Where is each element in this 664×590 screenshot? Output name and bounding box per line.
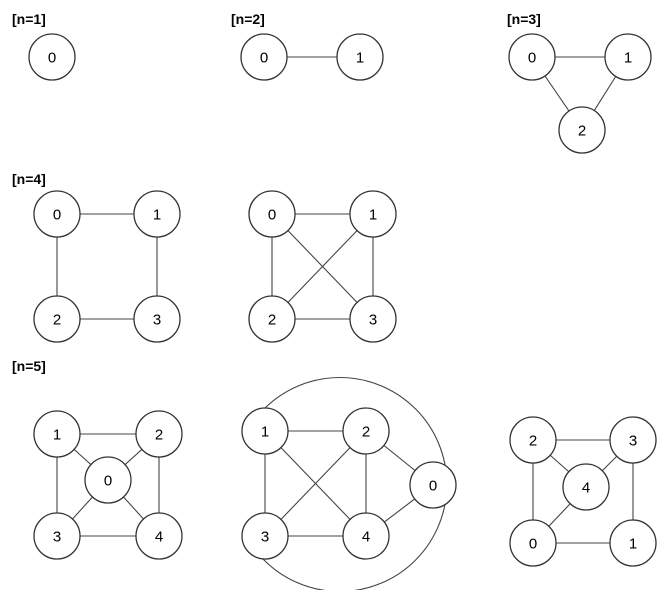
- label-n2: [n=2]: [231, 11, 265, 27]
- node-label: 0: [528, 50, 536, 67]
- node-label: 3: [153, 312, 161, 329]
- node-circle: [33, 512, 81, 560]
- node-circle: [349, 295, 397, 343]
- label-n5: [n=5]: [12, 358, 46, 374]
- graph-n2-a-node-1: 1: [336, 33, 384, 81]
- graph-n4-b-node-3: 3: [349, 295, 397, 343]
- graph-n5-b-node-1: 1: [241, 407, 289, 455]
- graph-n4-a-node-1: 1: [133, 190, 181, 238]
- node-label: 1: [624, 50, 632, 67]
- node-circle: [248, 190, 296, 238]
- node-circle: [509, 519, 557, 567]
- node-circle: [558, 106, 606, 154]
- graph-n2-a-node-0: 0: [240, 33, 288, 81]
- node-label: 0: [529, 536, 537, 553]
- label-n3: [n=3]: [507, 11, 541, 27]
- node-circle: [241, 512, 289, 560]
- node-label: 4: [582, 480, 590, 497]
- node-circle: [133, 295, 181, 343]
- graph-n3-a-node-1: 1: [604, 33, 652, 81]
- node-label: 1: [53, 427, 61, 444]
- node-circle: [508, 33, 556, 81]
- node-label: 1: [629, 536, 637, 553]
- node-circle: [349, 190, 397, 238]
- node-label: 1: [153, 207, 161, 224]
- graph-n4-b-node-2: 2: [248, 295, 296, 343]
- graph-n4-a-node-2: 2: [33, 295, 81, 343]
- node-label: 0: [429, 478, 437, 495]
- node-label: 1: [369, 207, 377, 224]
- node-label: 0: [260, 50, 268, 67]
- graph-n4-a-node-0: 0: [33, 190, 81, 238]
- graph-n5-b-node-0: 0: [409, 461, 457, 509]
- node-circle: [133, 190, 181, 238]
- graph-n5-c-node-3: 3: [609, 416, 657, 464]
- graph-n3-a-node-0: 0: [508, 33, 556, 81]
- node-label: 2: [362, 424, 370, 441]
- label-n4: [n=4]: [12, 171, 46, 187]
- node-circle: [33, 190, 81, 238]
- node-label: 2: [53, 312, 61, 329]
- node-label: 3: [369, 312, 377, 329]
- node-circle: [609, 519, 657, 567]
- node-circle: [84, 456, 132, 504]
- node-circle: [604, 33, 652, 81]
- node-circle: [33, 410, 81, 458]
- node-label: 4: [155, 529, 163, 546]
- node-circle: [609, 416, 657, 464]
- graph-n4-b-edge-1-2: [271, 213, 374, 320]
- node-circle: [248, 295, 296, 343]
- node-circle: [509, 416, 557, 464]
- graph-n5-b-node-4: 4: [342, 512, 390, 560]
- node-label: 2: [578, 123, 586, 140]
- node-circle: [33, 295, 81, 343]
- graph-n4-a-node-3: 3: [133, 295, 181, 343]
- graph-n1-a-node-0: 0: [28, 33, 76, 81]
- node-circle: [342, 407, 390, 455]
- node-label: 0: [53, 207, 61, 224]
- graph-n4-b-node-1: 1: [349, 190, 397, 238]
- node-label: 3: [629, 433, 637, 450]
- node-circle: [562, 463, 610, 511]
- graph-n5-a-node-4: 4: [135, 512, 183, 560]
- graph-n5-c-node-2: 2: [509, 416, 557, 464]
- graph-n5-c-node-4: 4: [562, 463, 610, 511]
- node-label: 3: [53, 529, 61, 546]
- node-circle: [241, 407, 289, 455]
- node-label: 0: [104, 473, 112, 490]
- graph-n5-c-node-0: 0: [509, 519, 557, 567]
- node-label: 2: [529, 433, 537, 450]
- label-n1: [n=1]: [12, 11, 46, 27]
- graph-n5-b-edge-2-3: [264, 430, 367, 537]
- node-label: 2: [268, 312, 276, 329]
- graph-n5-b-node-2: 2: [342, 407, 390, 455]
- node-circle: [135, 512, 183, 560]
- graph-n5-a-node-0: 0: [84, 456, 132, 504]
- node-label: 0: [48, 50, 56, 67]
- node-circle: [28, 33, 76, 81]
- graph-n3-a-node-2: 2: [558, 106, 606, 154]
- graph-n5-a-node-3: 3: [33, 512, 81, 560]
- node-circle: [135, 410, 183, 458]
- graph-n4-b-node-0: 0: [248, 190, 296, 238]
- node-circle: [342, 512, 390, 560]
- node-label: 1: [261, 424, 269, 441]
- node-label: 2: [155, 427, 163, 444]
- graph-n5-a-node-2: 2: [135, 410, 183, 458]
- node-circle: [240, 33, 288, 81]
- node-label: 3: [261, 529, 269, 546]
- node-circle: [409, 461, 457, 509]
- node-label: 4: [362, 529, 370, 546]
- node-label: 1: [356, 50, 364, 67]
- graph-n5-c-node-1: 1: [609, 519, 657, 567]
- graph-n5-b-node-3: 3: [241, 512, 289, 560]
- graph-n5-a-node-1: 1: [33, 410, 81, 458]
- node-label: 0: [268, 207, 276, 224]
- node-circle: [336, 33, 384, 81]
